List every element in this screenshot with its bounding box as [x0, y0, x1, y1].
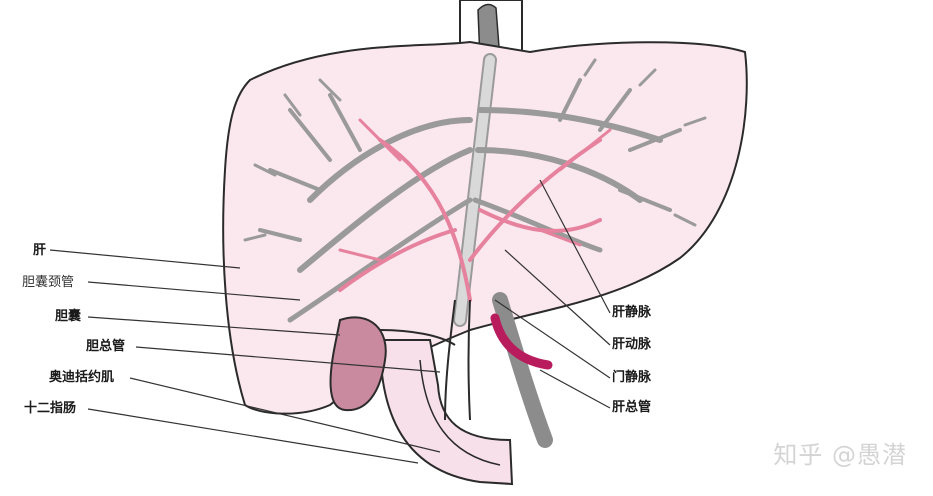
label-cystic-duct: 胆囊颈管: [22, 275, 75, 290]
label-gallbladder: 胆囊: [55, 309, 82, 324]
portal-vein-shape: [492, 292, 553, 448]
gallbladder-shape: [329, 316, 387, 412]
hepatic-artery-shape: [490, 313, 553, 370]
label-common-hepatic-duct: 肝总管: [612, 400, 652, 415]
artery-branches: [338, 118, 612, 302]
label-common-bile-duct: 胆总管: [86, 339, 126, 354]
leader-lines-right: [494, 179, 611, 409]
label-portal-vein: 门静脉: [612, 370, 652, 385]
leader-lines-left: [49, 249, 441, 464]
label-sphincter-of-oddi: 奥迪括约肌: [49, 370, 115, 385]
duodenum-inner: [419, 359, 501, 466]
label-liver: 肝: [33, 243, 47, 258]
duodenum-shape: [378, 339, 514, 486]
bile-ducts: [379, 299, 471, 421]
label-hepatic-vein: 肝静脉: [612, 305, 652, 320]
label-hepatic-artery: 肝动脉: [612, 337, 652, 352]
label-duodenum: 十二指肠: [24, 401, 77, 416]
watermark: 知乎 @愚潜: [773, 441, 907, 469]
